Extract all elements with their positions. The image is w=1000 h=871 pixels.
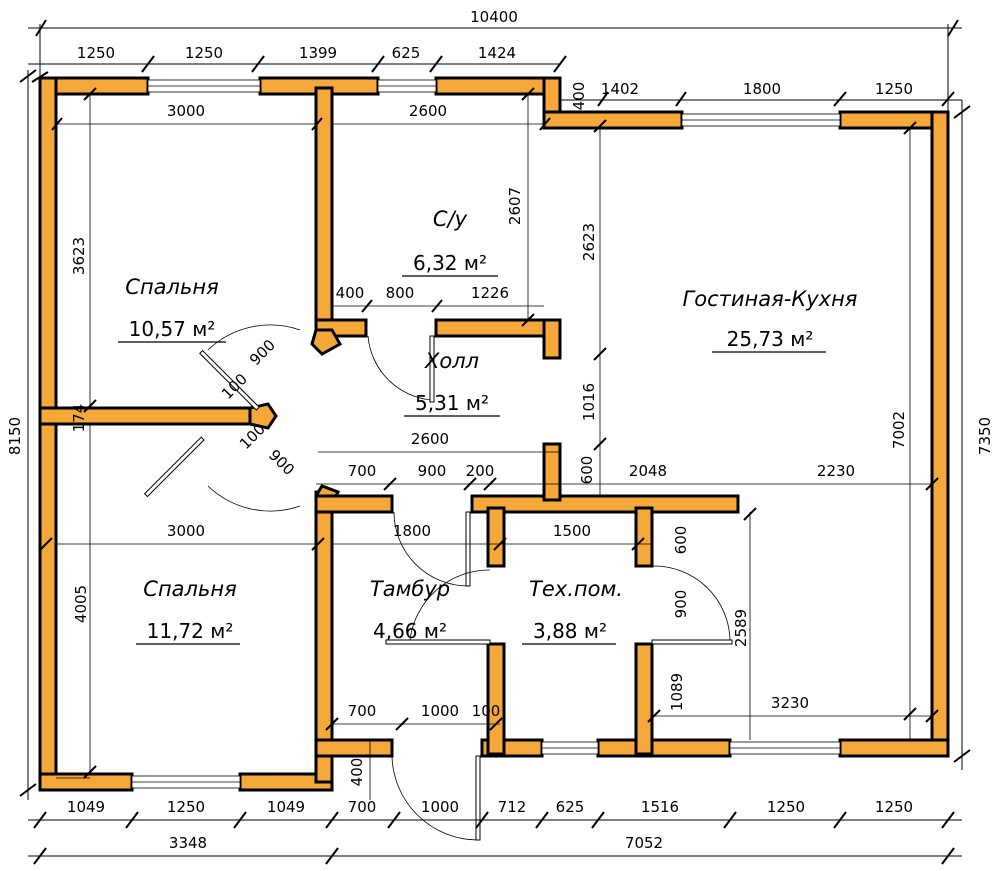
dim-bottom-3348: 3348	[169, 834, 207, 852]
wall-left	[38, 76, 58, 786]
dim-top-625: 625	[392, 44, 421, 62]
wall-tech-top	[470, 494, 740, 514]
dim-top-total: 10400	[470, 8, 518, 26]
dim-in-700-a: 700	[348, 462, 377, 480]
room-name-bathroom: С/у	[433, 207, 468, 231]
dim-bottom-1516: 1516	[641, 798, 679, 816]
windows	[131, 79, 841, 789]
room-area-tech-room: 3,88 м²	[533, 619, 607, 643]
room-name-bedroom-2: Спальня	[143, 577, 236, 601]
dim-bottom-1250-a: 1250	[167, 798, 205, 816]
dim-top-1402: 1402	[601, 80, 639, 98]
dim-top-1399: 1399	[299, 44, 337, 62]
wall-top-right	[434, 76, 562, 96]
dim-in-174: 174	[70, 404, 88, 433]
dimension-lines	[19, 19, 971, 865]
dim-top-1250-b: 1250	[185, 44, 223, 62]
wall-tech-west-lower	[486, 642, 506, 756]
dim-bottom-7052: 7052	[625, 834, 663, 852]
wall-living-top-a	[542, 110, 684, 130]
dim-bottom-1250-b: 1250	[767, 798, 805, 816]
dim-bottom-1049-a: 1049	[67, 798, 105, 816]
dim-right-7350: 7350	[976, 417, 994, 455]
room-area-bathroom: 6,32 м²	[413, 251, 487, 275]
dim-in-1500: 1500	[553, 522, 591, 540]
room-area-hall: 5,31 м²	[415, 391, 489, 415]
dim-in-2607: 2607	[506, 187, 524, 225]
dim-in-2600-top: 2600	[409, 102, 447, 120]
dim-in-1016: 1016	[580, 383, 598, 421]
dim-in-1000-b: 1000	[421, 702, 459, 720]
room-area-bedroom-1: 10,57 м²	[129, 317, 216, 341]
wall-bath-stub	[542, 318, 562, 360]
dim-in-400-bottom: 400	[348, 758, 366, 787]
room-area-tambur: 4,66 м²	[373, 619, 447, 643]
wall-bedroom1-corner	[310, 328, 343, 356]
dim-top-400: 400	[570, 82, 588, 111]
dim-in-900-d: 900	[672, 590, 690, 619]
dim-in-3230: 3230	[771, 694, 809, 712]
dim-in-4005: 4005	[72, 585, 90, 623]
room-name-living-kitchen: Гостиная-Кухня	[683, 287, 858, 311]
dim-top-1800: 1800	[743, 80, 781, 98]
walls	[38, 76, 950, 792]
dim-in-1226: 1226	[471, 284, 509, 302]
wall-bottom-mid-b	[596, 738, 732, 758]
dim-in-100-c: 100	[472, 702, 501, 720]
dim-bottom-1250-c: 1250	[875, 798, 913, 816]
wall-hall-stub	[542, 442, 562, 502]
dim-top-1250-c: 1250	[875, 80, 913, 98]
wall-tambur-top	[314, 494, 394, 514]
dim-in-3623: 3623	[70, 237, 88, 275]
dim-in-600-b: 600	[672, 526, 690, 555]
doors	[143, 324, 733, 841]
dim-in-1800-mid: 1800	[393, 522, 431, 540]
dim-in-900-c: 900	[418, 462, 447, 480]
wall-bottom-right	[838, 738, 950, 758]
room-area-bedroom-2: 11,72 м²	[147, 619, 234, 643]
dim-bottom-1049-b: 1049	[267, 798, 305, 816]
wall-tech-east-upper	[634, 506, 654, 568]
dim-in-900-a: 900	[246, 336, 279, 369]
dim-in-200: 200	[466, 462, 495, 480]
dim-in-900-b: 900	[265, 446, 298, 479]
room-name-bedroom-1: Спальня	[125, 275, 218, 299]
wall-right	[930, 110, 950, 758]
room-area-living-kitchen: 25,73 м²	[727, 327, 814, 351]
dim-in-2230: 2230	[817, 462, 855, 480]
dim-in-400-hall: 400	[336, 284, 365, 302]
dim-in-700-b: 700	[348, 702, 377, 720]
wall-tech-east-lower	[634, 642, 654, 756]
dim-bottom-625: 625	[556, 798, 585, 816]
room-name-tambur: Тамбур	[370, 577, 450, 601]
dim-bottom-1000: 1000	[421, 798, 459, 816]
dim-top-1424: 1424	[478, 44, 516, 62]
dimension-labels: 10400 1250 1250 1399 625 1424 400 1402 1…	[6, 8, 994, 852]
dim-in-600-a: 600	[578, 456, 596, 485]
room-name-tech-room: Тех.пом.	[529, 577, 623, 601]
dim-bottom-700: 700	[348, 798, 377, 816]
dim-in-7002: 7002	[890, 411, 908, 449]
dim-bottom-712: 712	[498, 798, 527, 816]
dim-in-3000-top: 3000	[167, 102, 205, 120]
wall-tech-west-upper	[486, 506, 506, 568]
dim-in-3000-mid: 3000	[167, 522, 205, 540]
dim-in-2048: 2048	[629, 462, 667, 480]
dim-in-1089: 1089	[668, 673, 686, 711]
dim-in-2600-mid: 2600	[411, 430, 449, 448]
dim-in-2589: 2589	[732, 609, 750, 647]
dim-left-8150: 8150	[6, 417, 24, 455]
wall-bath-bottom-right	[434, 318, 562, 338]
dim-in-2623: 2623	[580, 223, 598, 261]
room-labels: Спальня 10,57 м² С/у 6,32 м² Гостиная-Ку…	[118, 207, 858, 645]
dim-in-800: 800	[386, 284, 415, 302]
wall-tambur-bottom	[314, 738, 394, 758]
dim-top-1250-a: 1250	[77, 44, 115, 62]
room-name-hall: Холл	[424, 349, 479, 373]
